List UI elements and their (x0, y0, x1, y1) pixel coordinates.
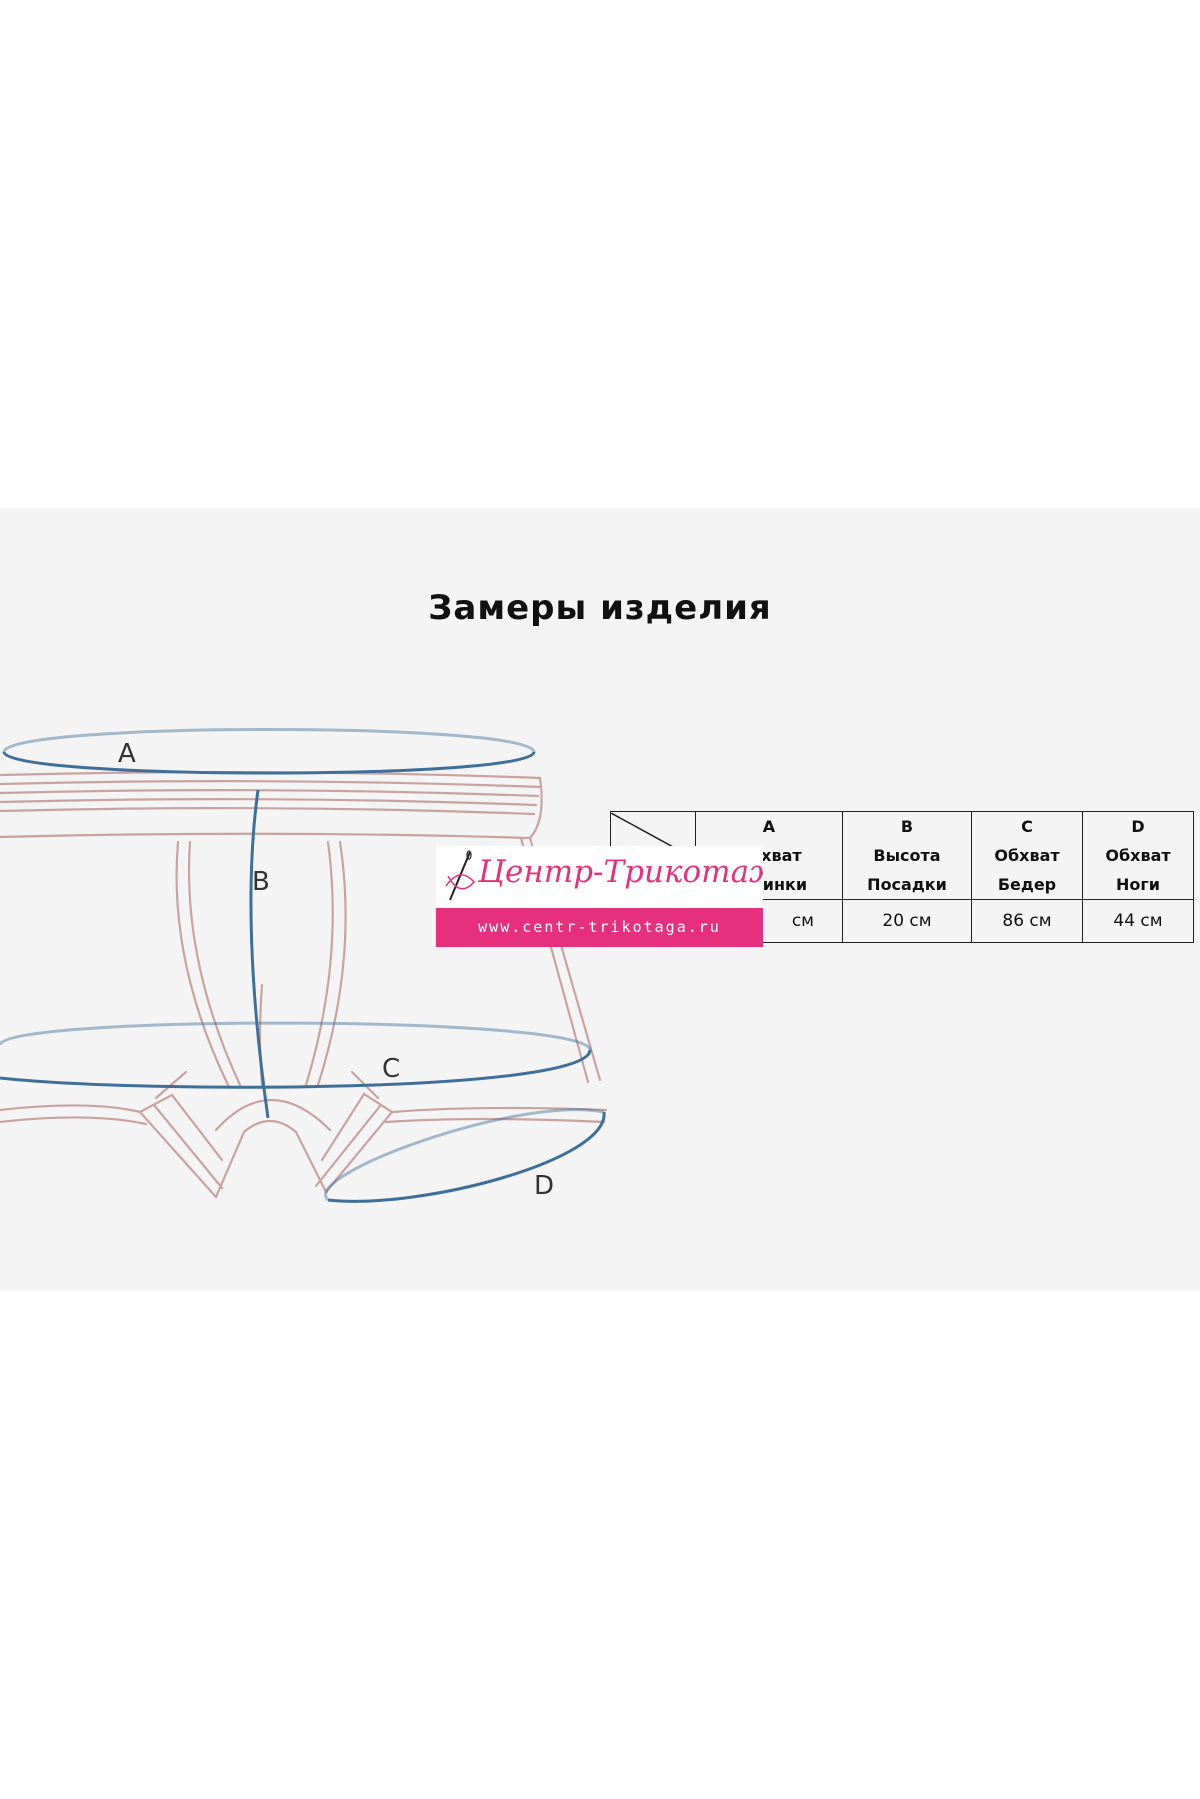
watermark: Центр-Трикотажа www.centr-trikotaga.ru (436, 846, 763, 947)
value-cell-c: 86 см (971, 899, 1083, 943)
briefs-outline (0, 771, 608, 1199)
measurement-labels: A B C D (118, 739, 554, 1201)
header-cell-c: C Обхват Бедер (971, 811, 1083, 900)
measurement-lines (0, 728, 606, 1203)
label-c: C (382, 1054, 400, 1084)
header-cell-b: B Высота Посадки (842, 811, 972, 900)
label-b: B (252, 867, 270, 897)
watermark-url: www.centr-trikotaga.ru (436, 908, 763, 947)
header-cell-d: D Обхват Ноги (1082, 811, 1194, 900)
value-cell-b: 20 см (842, 899, 972, 943)
needle-icon (445, 850, 475, 901)
label-d: D (534, 1171, 554, 1201)
watermark-brand: Центр-Трикотажа (478, 854, 763, 890)
value-cell-d: 44 см (1082, 899, 1194, 943)
label-a: A (118, 739, 136, 769)
page-title: Замеры изделия (428, 588, 772, 628)
watermark-logo: Центр-Трикотажа (436, 846, 763, 908)
